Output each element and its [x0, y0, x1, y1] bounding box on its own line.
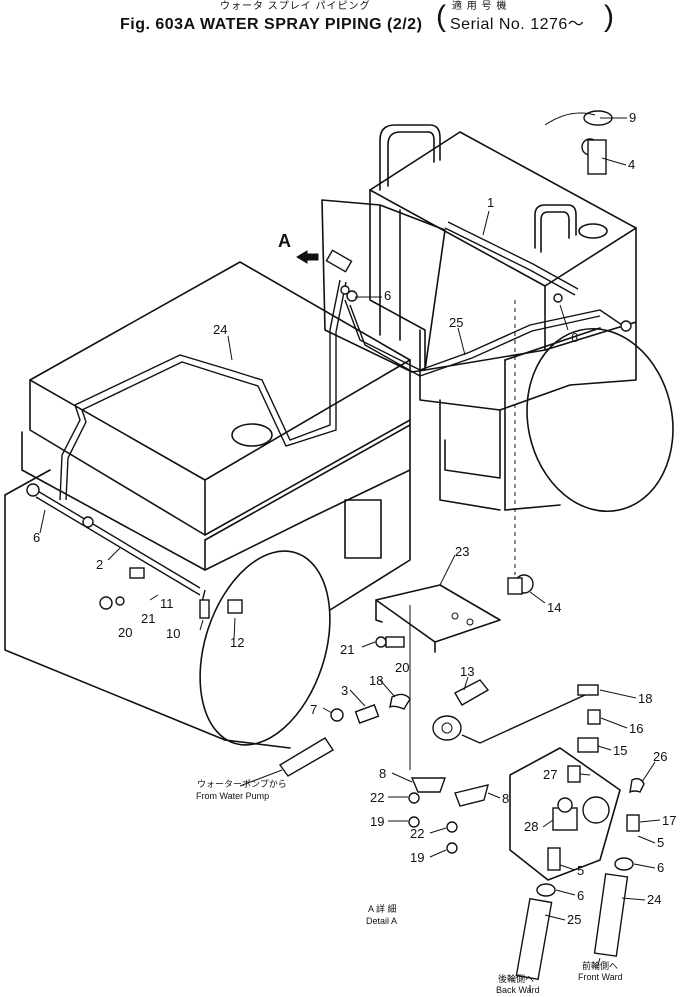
part-number-22: 22: [410, 826, 425, 841]
detail-a-label: Detail A: [366, 916, 398, 926]
part-number-15: 15: [613, 743, 628, 758]
detail-a-components: [278, 636, 645, 992]
part-number-20: 20: [395, 660, 410, 675]
rear-drum: [504, 327, 674, 513]
back-ward-japanese: 後輪側へ: [498, 974, 535, 984]
part-number-22: 22: [370, 790, 385, 805]
detail-a-japanese: A 詳 細: [368, 904, 397, 914]
front-ward-japanese: 前輪側へ: [582, 961, 619, 971]
part-number-3: 3: [341, 683, 349, 698]
part-number-9: 9: [629, 110, 637, 125]
part-number-23: 23: [455, 544, 470, 559]
part-number-6: 6: [571, 330, 579, 345]
part-number-5: 5: [577, 863, 585, 878]
part-number-6: 6: [384, 288, 392, 303]
part-number-13: 13: [460, 664, 475, 679]
part-number-18: 18: [638, 691, 653, 706]
title-japanese: ウォータ スプレイ パイピング: [220, 1, 371, 12]
part-number-6: 6: [657, 860, 665, 875]
part-number-5: 5: [657, 835, 665, 850]
center-console: [321, 199, 446, 373]
from-pump-label: From Water Pump: [196, 791, 270, 801]
back-ward-label: Back Ward: [496, 985, 540, 995]
part-number-18: 18: [369, 673, 384, 688]
part-number-28: 28: [524, 819, 539, 834]
serial-japanese: 適 用 号 機: [452, 1, 508, 12]
part-number-8: 8: [379, 766, 387, 781]
part-number-20: 20: [118, 625, 133, 640]
part-number-24: 24: [213, 322, 228, 337]
from-pump-japanese: ウォーターポンプから: [197, 779, 287, 789]
leader-lines: [39, 117, 661, 921]
part-number-19: 19: [410, 850, 425, 865]
part-number-11: 11: [160, 596, 174, 611]
part-number-14: 14: [547, 600, 562, 615]
part-number-6: 6: [33, 530, 41, 545]
detail-a-marker: A: [278, 231, 291, 251]
part-number-26: 26: [653, 749, 668, 764]
part-number-21: 21: [340, 642, 355, 657]
part-number-7: 7: [310, 702, 318, 717]
serial-range: Serial No. 1276～: [450, 16, 585, 33]
part-number-12: 12: [230, 635, 245, 650]
front-tank-body: [21, 261, 411, 611]
part-number-10: 10: [166, 626, 181, 641]
part-number-1: 1: [487, 195, 495, 210]
part-number-24: 24: [647, 892, 662, 907]
part-number-4: 4: [628, 157, 636, 172]
part-number-2: 2: [96, 557, 104, 572]
front-drum: [4, 469, 331, 749]
part-number-25: 25: [567, 912, 582, 927]
part-number-19: 19: [370, 814, 385, 829]
spray-pipes: [35, 221, 623, 611]
machine-fittings: [26, 110, 632, 619]
serial-bracket-right: ): [604, 0, 614, 33]
part-number-8: 8: [502, 791, 510, 806]
part-number-6: 6: [577, 888, 585, 903]
part-number-27: 27: [543, 767, 558, 782]
part-number-25: 25: [449, 315, 464, 330]
serial-bracket-left: (: [436, 0, 446, 33]
part-number-21: 21: [141, 611, 156, 626]
part-number-16: 16: [629, 721, 644, 736]
part-number-17: 17: [662, 813, 677, 828]
figure-title: Fig. 603A WATER SPRAY PIPING (2/2): [120, 16, 423, 33]
front-ward-label: Front Ward: [578, 972, 623, 982]
rear-tank-body: [369, 124, 637, 511]
bracket-23: [375, 584, 501, 770]
